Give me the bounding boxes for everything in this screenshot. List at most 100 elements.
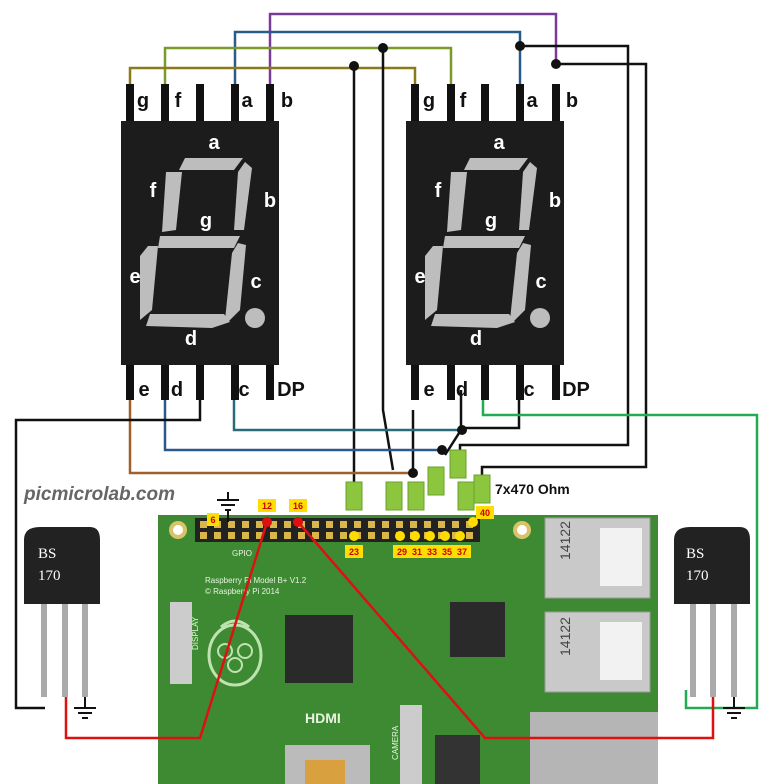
gpio-label-29: 29 <box>397 547 407 557</box>
gpio-pin <box>424 521 431 528</box>
top-pins <box>126 84 274 122</box>
wire-red-gpio16 <box>297 521 715 740</box>
gpio-pin <box>438 521 445 528</box>
top-pins <box>411 84 560 122</box>
wire-c-res <box>462 396 521 430</box>
display-connector <box>170 602 192 684</box>
transistor-label-line2: 170 <box>38 568 61 584</box>
audio-jack <box>435 735 480 784</box>
segment-label-c: c <box>250 271 261 293</box>
gpio-pin <box>396 521 403 528</box>
segment-label-a: a <box>493 132 505 154</box>
gpio-pin <box>410 521 417 528</box>
gpio-pin <box>242 532 249 539</box>
transistor-label-line1: BS <box>686 546 704 562</box>
pin-label-dp: DP <box>277 379 305 401</box>
pin-label-e: e <box>423 379 434 401</box>
gpio-pin <box>214 532 221 539</box>
gpio-silkscreen: GPIO <box>232 549 252 558</box>
gpio-pin <box>256 532 263 539</box>
gpio-pin <box>326 532 333 539</box>
segment-label-d: d <box>185 328 197 350</box>
pin-label-dp: DP <box>562 379 590 401</box>
wire-blue-d <box>163 398 442 452</box>
usb-port-2: 14122 <box>544 611 651 693</box>
pin-label-d: d <box>456 379 468 401</box>
gpio-label-12: 12 <box>262 501 272 511</box>
wire-teal-c <box>232 398 462 432</box>
ground-icon <box>74 697 96 719</box>
resistor-note: 7x470 Ohm <box>495 481 570 497</box>
pin-label-f: f <box>175 90 182 112</box>
bottom-pins <box>411 362 560 400</box>
gpio-pin <box>298 532 305 539</box>
bottom-pins <box>126 362 274 400</box>
gpio-pin <box>312 521 319 528</box>
gpio-pin <box>466 532 473 539</box>
gpio-pin <box>242 521 249 528</box>
display-silkscreen: DISPLAY <box>191 616 200 650</box>
ground-icon <box>723 697 745 719</box>
gpio-pin <box>270 521 277 528</box>
seven-segment-display-1: g f a b e d c DP a b c d e f g <box>121 84 305 401</box>
pin-label-f: f <box>460 90 467 112</box>
wire-green-common2 <box>481 398 759 710</box>
wire-red-gpio12 <box>64 521 269 740</box>
gpio-pin <box>256 521 263 528</box>
gpio-pin <box>200 532 207 539</box>
segment-label-b: b <box>264 190 276 212</box>
transistor-label-line2: 170 <box>686 568 709 584</box>
segment-label-g: g <box>485 210 497 232</box>
transistor-right: BS 170 <box>674 527 750 697</box>
gpio-label-6: 6 <box>210 515 215 525</box>
segments <box>140 158 265 328</box>
pin-label-d: d <box>171 379 183 401</box>
gpio-pin <box>284 532 291 539</box>
segments <box>425 158 550 328</box>
pin-label-a: a <box>241 90 253 112</box>
gpio-connection-dots <box>262 517 478 541</box>
hdmi-silkscreen: HDMI <box>305 710 341 726</box>
gpio-label-33: 33 <box>427 547 437 557</box>
gpio-pin <box>340 532 347 539</box>
gpio-label-31: 31 <box>412 547 422 557</box>
gpio-label-23: 23 <box>349 547 359 557</box>
gpio-pin <box>200 521 207 528</box>
gpio-label-40: 40 <box>480 508 490 518</box>
wire-f-res <box>381 48 395 471</box>
gpio-pin <box>452 521 459 528</box>
segment-label-f: f <box>150 180 157 202</box>
gpio-label-16: 16 <box>293 501 303 511</box>
pin-label-e: e <box>138 379 149 401</box>
soc-chip <box>285 615 353 683</box>
gpio-pin <box>368 532 375 539</box>
pin-label-c: c <box>238 379 249 401</box>
gpio-pin <box>228 521 235 528</box>
transistor-label-line1: BS <box>38 546 56 562</box>
gpio-label-group: 6 12 16 40 23 29 31 33 35 37 <box>207 499 494 558</box>
wire-b-res <box>480 62 648 480</box>
camera-connector <box>400 705 422 784</box>
watermark: picmicrolab.com <box>23 484 175 505</box>
gpio-pin <box>340 521 347 528</box>
pin-label-a: a <box>526 90 538 112</box>
segment-label-a: a <box>208 132 220 154</box>
gpio-pin <box>382 532 389 539</box>
ethernet-port <box>530 712 658 784</box>
transistor-left: BS 170 <box>24 527 100 697</box>
gpio-pin <box>270 532 277 539</box>
pin-label-b: b <box>566 90 578 112</box>
pin-label-c: c <box>523 379 534 401</box>
gpio-pin <box>326 521 333 528</box>
usb-label-1: 14122 <box>557 521 573 560</box>
gpio-pin <box>354 521 361 528</box>
segment-label-e: e <box>129 266 140 288</box>
junction-dots <box>349 41 561 478</box>
segment-label-c: c <box>535 271 546 293</box>
wire-black-common1 <box>14 398 202 710</box>
gpio-header <box>195 518 480 542</box>
usb-label-2: 14122 <box>557 617 573 656</box>
pin-label-b: b <box>281 90 293 112</box>
gpio-pin <box>284 521 291 528</box>
